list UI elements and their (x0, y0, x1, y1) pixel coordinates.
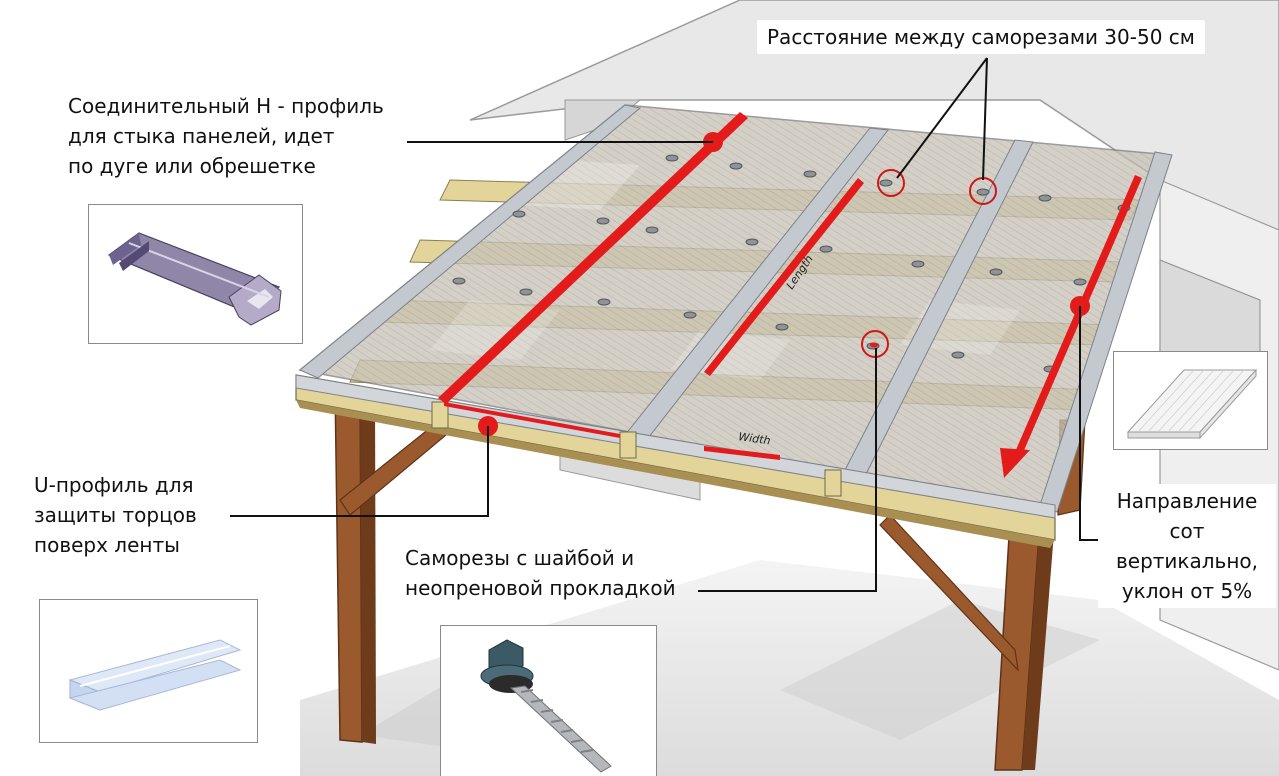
screw-spacing-callout: Расстояние между саморезами 30-50 см (757, 20, 1205, 54)
width-label: Width (738, 430, 772, 447)
u-profile-photo-inset (39, 599, 258, 743)
h-profile-photo-inset (88, 204, 303, 344)
screws-callout: Саморезы с шайбой и неопреновой прокладк… (405, 546, 676, 600)
polycarbonate-sheet-icon (1126, 368, 1258, 440)
honeycomb-panel-inset (1113, 351, 1268, 450)
h-profile-callout: Соединительный Н - профиль для стыка пан… (68, 94, 384, 178)
h-profile-icon (107, 232, 282, 326)
roofing-screw-icon (480, 639, 612, 773)
screw-heads (452, 154, 1131, 373)
u-profile-callout: U-профиль для защиты торцов поверх ленты (34, 473, 197, 557)
screw-photo-inset (440, 625, 657, 776)
honeycomb-direction-callout: Направление сот вертикально, уклон от 5% (1098, 484, 1276, 608)
red-markers (438, 112, 1142, 478)
leader-lines (230, 57, 1098, 592)
u-profile-icon (68, 639, 242, 711)
